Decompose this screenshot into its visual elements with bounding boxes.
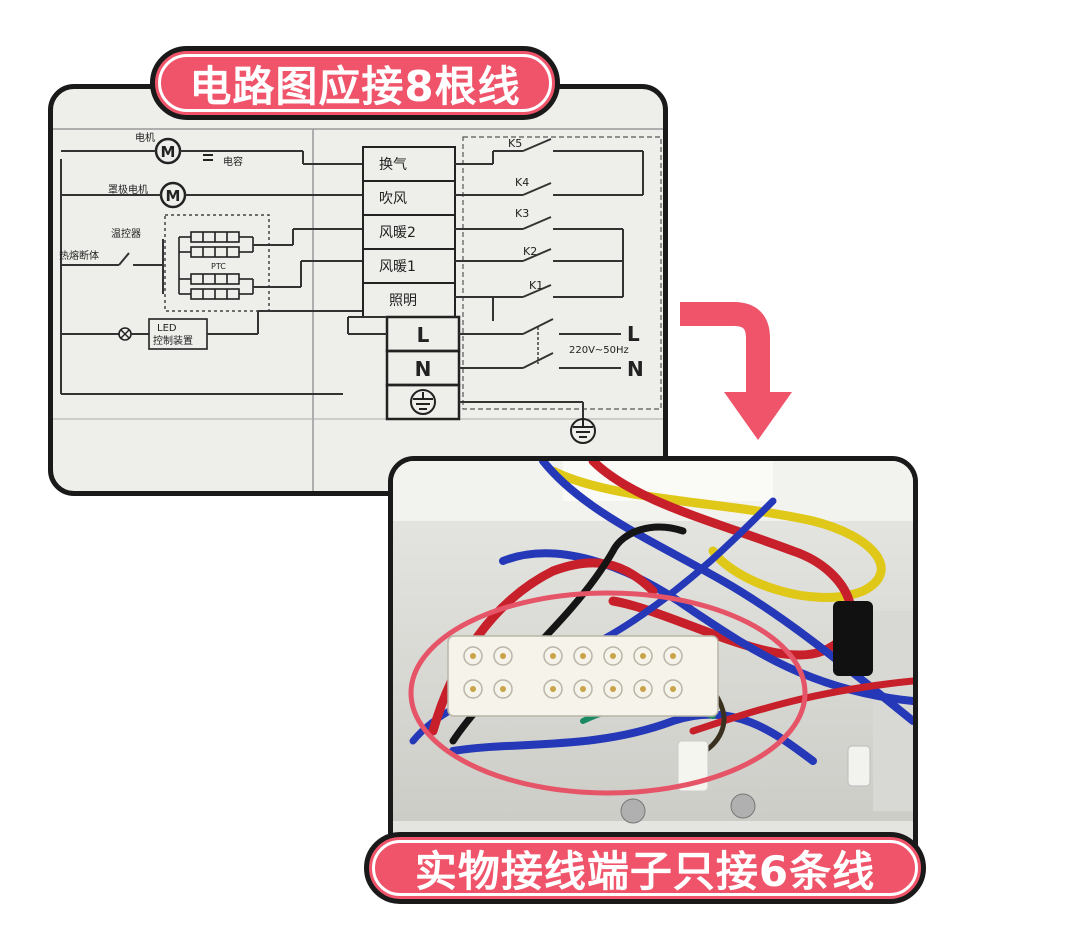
circuit-diagram-panel: M 电机 电容 M 罩极电机 温控器 热熔断体 PTC (48, 84, 668, 496)
switch-k5: K5 (508, 137, 522, 150)
switch-k1: K1 (529, 279, 543, 292)
top-caption-banner: 电路图应接8根线 (150, 46, 560, 120)
ground-symbol-terminal (410, 389, 436, 415)
ptc-heater-elements (178, 231, 254, 300)
supply-rating: 220V~50Hz (569, 345, 629, 356)
fuse-label: 热熔断体 (59, 249, 99, 262)
supply-l: L (627, 322, 640, 346)
ground-symbol-supply (570, 418, 596, 444)
terminal-label-5: 照明 (389, 293, 417, 309)
terminal-block (362, 146, 461, 421)
motor-m-1: M (161, 143, 176, 161)
terminal-strip (447, 635, 719, 717)
wiring-photo (393, 461, 913, 871)
switch-k4: K4 (515, 176, 529, 189)
switch-k3: K3 (515, 207, 529, 220)
top-caption-text: 电路图应接8根线 (189, 61, 521, 111)
terminal-l: L (417, 323, 430, 347)
standoff-post (847, 745, 871, 787)
fan-motor-label: 罩极电机 (108, 183, 148, 196)
down-arrow-icon (680, 302, 792, 440)
black-connector (833, 601, 873, 676)
screw-2 (730, 793, 756, 819)
terminal-label-1: 换气 (379, 156, 407, 173)
circuit-diagram: M 电机 电容 M 罩极电机 温控器 热熔断体 PTC (53, 128, 663, 491)
wiring-photo-panel (388, 456, 918, 876)
led-control-label: 控制装置 (153, 334, 193, 347)
motor-label: 电机 (135, 131, 155, 144)
terminal-label-3: 风暖2 (379, 225, 416, 241)
terminal-label-2: 吹风 (379, 191, 407, 207)
terminal-n: N (415, 357, 432, 381)
motor-m-2: M (166, 187, 181, 205)
bottom-caption-text: 实物接线端子只接6条线 (414, 846, 876, 896)
capacitor-label: 电容 (223, 155, 243, 168)
screw-1 (620, 798, 646, 824)
white-sleeve (677, 740, 709, 792)
switch-k2: K2 (523, 245, 537, 258)
terminal-label-4: 风暖1 (379, 259, 416, 275)
bottom-caption-banner: 实物接线端子只接6条线 (364, 832, 926, 904)
supply-n: N (627, 357, 644, 381)
ptc-label: PTC (211, 262, 226, 271)
thermostat-label: 温控器 (111, 227, 141, 240)
led-label: LED (157, 323, 177, 334)
highlight-ellipse (408, 590, 808, 796)
